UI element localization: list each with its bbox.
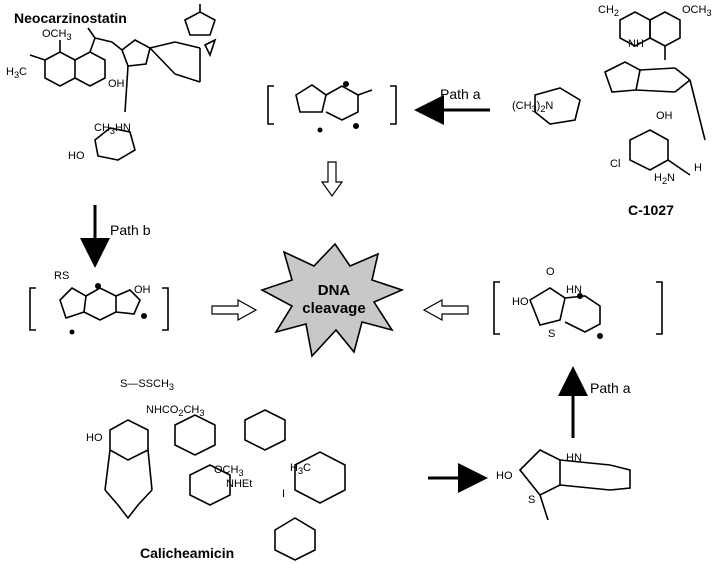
- neo-och3: OCH3: [42, 28, 72, 43]
- intermediate-left: [29, 287, 169, 331]
- neo-ho: HO: [68, 150, 85, 162]
- neocarzinostatin-structure: [29, 4, 217, 161]
- dna-cleavage-text: DNA cleavage: [296, 282, 372, 318]
- c-oh: OH: [656, 110, 673, 122]
- c-dimethylamine: (CH3)2N: [512, 100, 554, 115]
- c-nh: NH: [628, 38, 644, 50]
- cal-nhet: NHEt: [226, 478, 253, 490]
- calicheamicin-label: Calicheamicin: [140, 545, 235, 561]
- bottom-right-enediyne: [518, 449, 631, 521]
- intermediate-top: [267, 84, 397, 125]
- neo-h3c: H3C: [6, 66, 27, 81]
- hollow-arrow-right: [211, 298, 258, 322]
- c1027-label: C-1027: [628, 202, 674, 218]
- c-och3: OCH3: [682, 4, 712, 19]
- path-a-right-label: Path a: [590, 380, 631, 396]
- cal-nhco2ch3: NHCO2CH3: [146, 404, 205, 419]
- bottom-s: S: [528, 494, 536, 506]
- left-oh: OH: [134, 284, 151, 296]
- c-ch2: CH2: [598, 4, 619, 19]
- cleavage-text: cleavage: [302, 300, 366, 317]
- hollow-arrow-down: [320, 161, 344, 198]
- neo-oh: OH: [108, 78, 125, 90]
- path-b-label: Path b: [110, 222, 151, 238]
- cal-sssch3: S—SSCH3: [120, 378, 174, 393]
- hollow-arrow-left: [422, 298, 469, 322]
- c-h2n: H2N: [654, 172, 675, 187]
- dna-cleavage-burst: [259, 242, 405, 358]
- right-ho: HO: [512, 296, 529, 308]
- dna-text: DNA: [317, 282, 351, 299]
- neocarzinostatin-label: Neocarzinostatin: [14, 10, 127, 26]
- right-o: O: [546, 266, 555, 278]
- left-rs: RS: [54, 270, 70, 282]
- c-h: H: [694, 162, 702, 174]
- bottom-ho: HO: [496, 470, 513, 482]
- bottom-hn: HN: [566, 452, 582, 464]
- c1027-structure: [534, 11, 706, 176]
- cal-h3c: H3C: [290, 462, 311, 477]
- right-hn: HN: [566, 284, 582, 296]
- path-a-top-label: Path a: [440, 86, 481, 102]
- cal-och3: OCH3: [214, 464, 244, 479]
- neo-ch3hn: CH3HN: [94, 122, 131, 137]
- calicheamicin-structure: [104, 409, 346, 561]
- cal-ho: HO: [86, 432, 103, 444]
- cal-i: I: [282, 488, 286, 500]
- right-s: S: [548, 328, 556, 340]
- c-cl: Cl: [610, 158, 621, 170]
